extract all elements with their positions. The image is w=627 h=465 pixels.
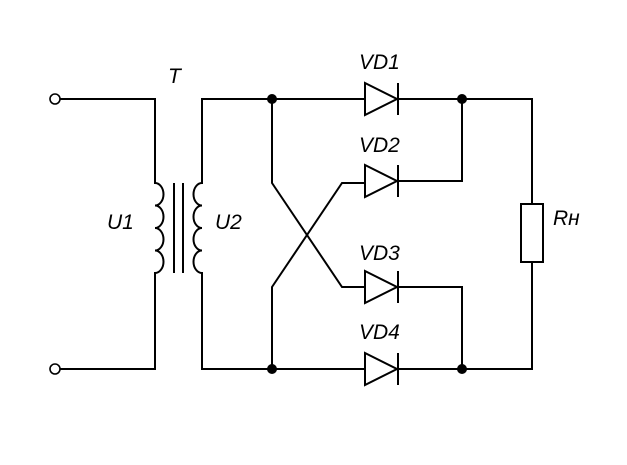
junction-nodes xyxy=(267,94,467,374)
label-vd3: VD3 xyxy=(359,242,400,265)
input-terminal-bottom[interactable] xyxy=(49,363,61,375)
junction-node-bottom-left xyxy=(267,364,277,374)
label-vd1: VD1 xyxy=(359,51,400,74)
diode-vd4 xyxy=(364,351,400,387)
secondary-winding xyxy=(192,182,203,274)
wire-bottom-node-to-load xyxy=(461,261,533,370)
transformer xyxy=(154,182,203,274)
primary-top-lead xyxy=(59,98,156,184)
label-u2: U2 xyxy=(215,211,242,234)
input-terminal-top[interactable] xyxy=(49,93,61,105)
wire-top-node-to-load xyxy=(461,98,533,205)
diode-vd2 xyxy=(364,163,400,199)
label-transformer: T xyxy=(168,65,183,88)
diode-vd1-triangle xyxy=(364,81,400,117)
label-u1: U1 xyxy=(107,211,134,234)
primary-bottom-lead xyxy=(59,272,156,370)
wire-cross-to-vd2 xyxy=(271,182,366,370)
wire-vd3-to-bottom-node xyxy=(397,286,463,370)
diode-vd1 xyxy=(364,81,400,117)
secondary-top-lead xyxy=(201,98,273,184)
labels: T U1 U2 VD1 VD2 VD3 VD4 Rн xyxy=(107,51,580,344)
diode-vd4-triangle xyxy=(364,351,400,387)
label-vd2: VD2 xyxy=(359,134,400,157)
bridge-wiring xyxy=(271,98,533,370)
secondary-bottom-lead xyxy=(201,272,273,370)
label-load-resistor: Rн xyxy=(553,207,580,230)
primary-winding xyxy=(154,182,165,274)
junction-node-top-left xyxy=(267,94,277,104)
junction-node-bottom-right xyxy=(457,364,467,374)
diode-vd2-triangle xyxy=(364,163,400,199)
wire-vd2-to-top-node xyxy=(397,98,463,182)
load-resistor xyxy=(520,203,544,263)
label-vd4: VD4 xyxy=(359,321,400,344)
wire-cross-to-vd3 xyxy=(271,98,366,288)
diode-vd3 xyxy=(364,269,400,305)
diode-vd3-triangle xyxy=(364,269,400,305)
junction-node-top-right xyxy=(457,94,467,104)
input-terminals xyxy=(49,93,156,375)
